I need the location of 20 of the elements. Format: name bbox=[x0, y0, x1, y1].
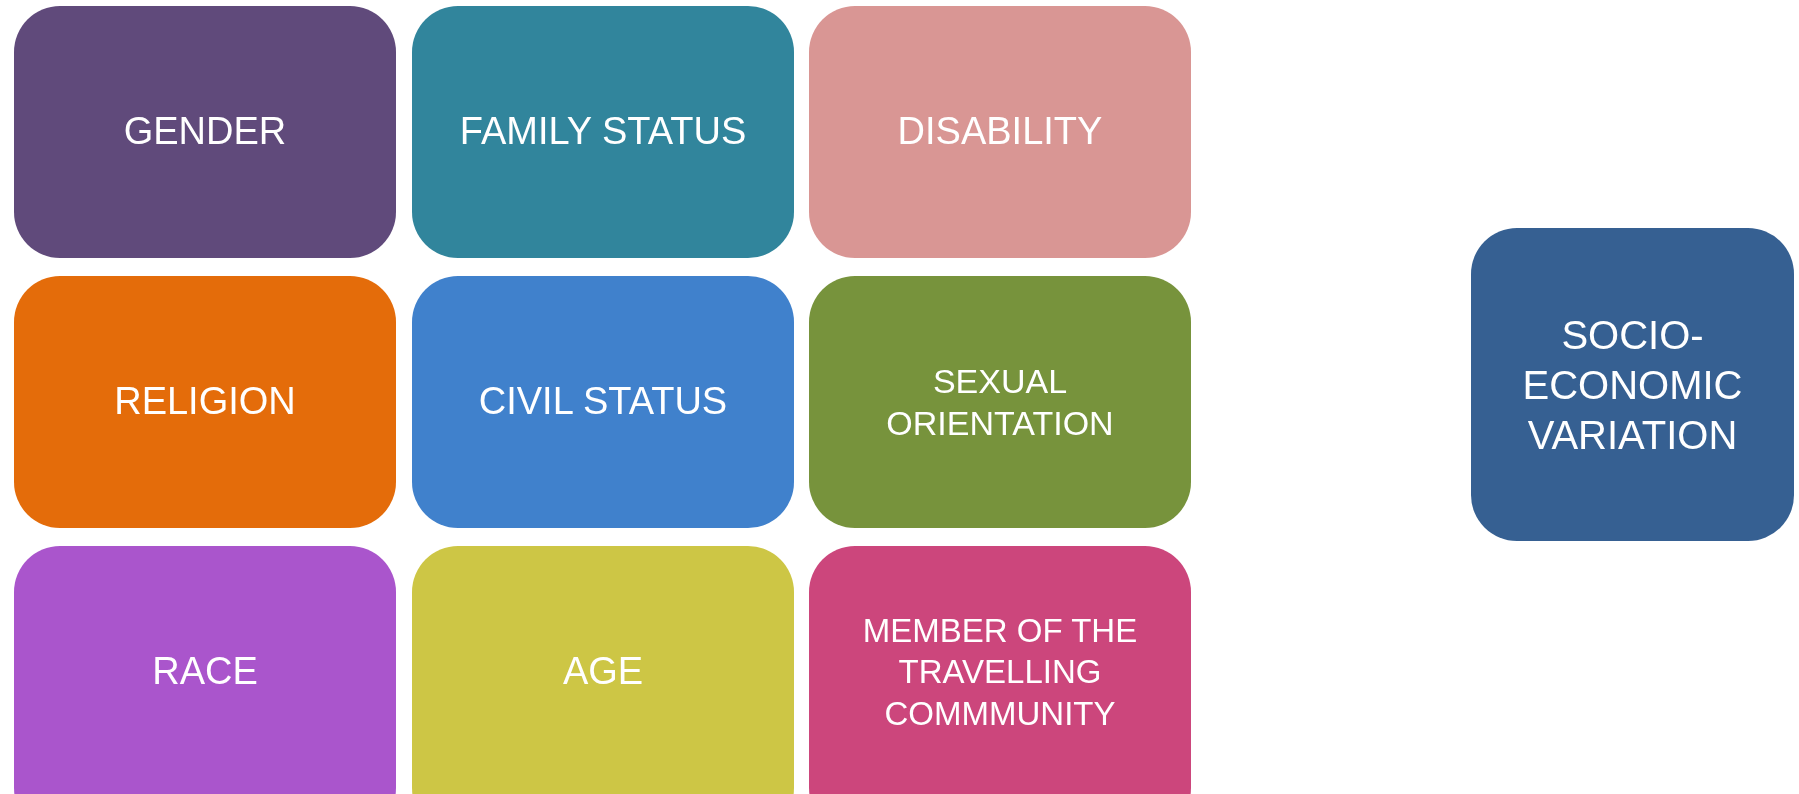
category-label: SOCIO- ECONOMIC VARIATION bbox=[1521, 311, 1744, 459]
category-box bbox=[412, 276, 794, 528]
category-label: RELIGION bbox=[114, 379, 296, 425]
category-box bbox=[412, 546, 794, 794]
category-box bbox=[412, 6, 794, 258]
category-box bbox=[809, 546, 1191, 794]
category-label: AGE bbox=[562, 649, 644, 695]
category-label: CIVIL STATUS bbox=[478, 379, 728, 425]
category-box bbox=[14, 276, 396, 528]
category-label: DISABILITY bbox=[897, 109, 1103, 155]
category-label: FAMILY STATUS bbox=[459, 109, 747, 155]
category-box bbox=[809, 6, 1191, 258]
category-label: GENDER bbox=[123, 109, 287, 155]
category-box bbox=[14, 546, 396, 794]
category-box bbox=[809, 276, 1191, 528]
category-box bbox=[14, 6, 396, 258]
category-box bbox=[1471, 228, 1794, 541]
category-label: MEMBER OF THE TRAVELLING COMMMUNITY bbox=[861, 611, 1139, 734]
category-label: RACE bbox=[152, 649, 258, 695]
category-label: SEXUAL ORIENTATION bbox=[885, 360, 1115, 444]
